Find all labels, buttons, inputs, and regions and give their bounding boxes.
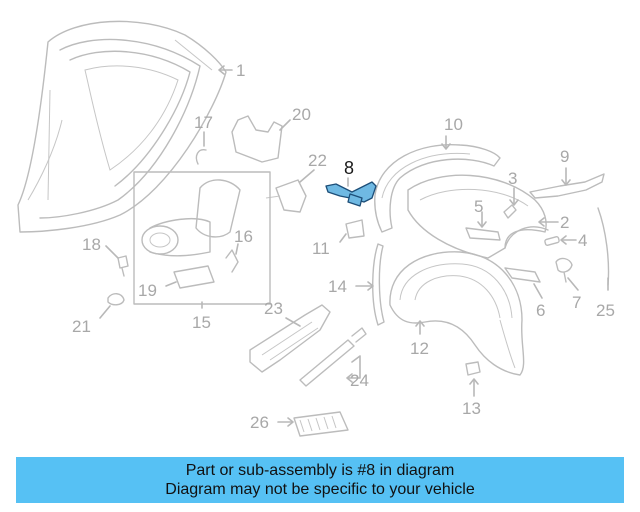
info-banner: Part or sub-assembly is #8 in diagram Di… <box>16 457 624 503</box>
callout-26: 26 <box>250 413 269 432</box>
callout-19: 19 <box>138 281 157 300</box>
hose-part <box>195 149 207 165</box>
cover-plate-part <box>345 219 365 239</box>
callout-25: 25 <box>596 301 615 320</box>
grommet-part <box>107 293 125 306</box>
wheel-arch-molding-part <box>374 143 501 233</box>
callout-1: 1 <box>236 61 245 80</box>
banner-line-1: Part or sub-assembly is #8 in diagram <box>185 462 455 479</box>
callout-7: 7 <box>572 293 581 312</box>
seal-strip-part <box>597 207 610 286</box>
screw-part <box>117 255 129 277</box>
banner-line-2: Diagram may not be specific to your vehi… <box>165 481 475 498</box>
callout-18: 18 <box>82 235 101 254</box>
callout-8-highlighted: 8 <box>344 158 354 178</box>
callout-15: 15 <box>192 313 211 332</box>
hinge-part <box>265 179 307 213</box>
callout-21: 21 <box>72 317 91 336</box>
arch-extension-part <box>407 174 549 259</box>
leader-lines <box>99 65 609 427</box>
mud-flap-part <box>504 267 541 283</box>
panel-23-part <box>249 304 331 373</box>
callout-5: 5 <box>474 197 483 216</box>
callout-6: 6 <box>536 301 545 320</box>
highlighted-part-8 <box>325 181 377 207</box>
clip-part <box>544 236 560 246</box>
parts-diagram: 1 2 3 4 5 6 7 8 9 10 11 12 13 14 15 16 1… <box>17 20 615 437</box>
wheelhouse-liner-part <box>389 251 525 376</box>
callout-14: 14 <box>328 277 347 296</box>
callout-9: 9 <box>560 147 569 166</box>
trim-piece-part <box>465 227 501 241</box>
callout-17: 17 <box>194 113 213 132</box>
callout-24: 24 <box>350 371 369 390</box>
callout-2: 2 <box>560 213 569 232</box>
vent-part <box>293 411 349 437</box>
rod-part <box>299 327 367 387</box>
push-pin-part <box>555 257 573 283</box>
callout-22: 22 <box>308 151 327 170</box>
callout-20: 20 <box>292 105 311 124</box>
callout-3: 3 <box>508 169 517 188</box>
housing-part <box>231 115 283 163</box>
callout-labels: 1 2 3 4 5 6 7 8 9 10 11 12 13 14 15 16 1… <box>72 61 615 432</box>
callout-11: 11 <box>312 239 330 258</box>
callout-10: 10 <box>444 115 463 134</box>
callout-23: 23 <box>264 299 283 318</box>
callout-4: 4 <box>578 231 587 250</box>
callout-16: 16 <box>234 227 253 246</box>
callout-13: 13 <box>462 399 481 418</box>
bracket-part <box>529 173 605 199</box>
callout-12: 12 <box>410 339 429 358</box>
clip-13-part <box>465 361 481 376</box>
fastener-part <box>503 204 517 219</box>
strip-part <box>372 243 385 326</box>
